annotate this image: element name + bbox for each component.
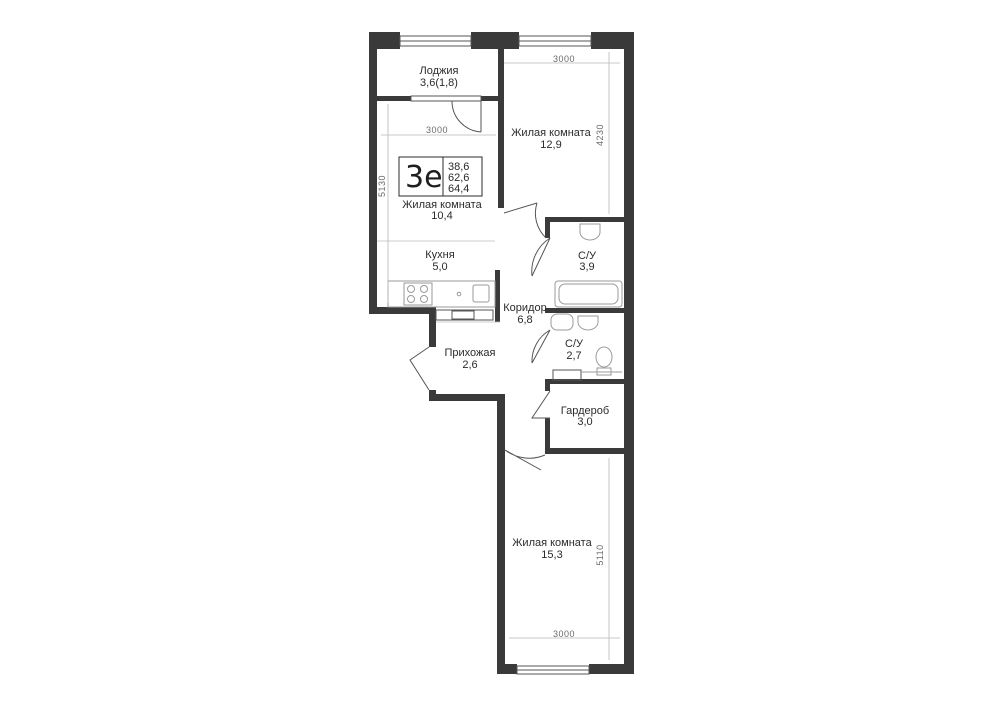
- area-total-with-loggia: 64,4: [448, 183, 469, 195]
- stove-icon: [403, 282, 433, 306]
- bath1-door-icon: [531, 237, 551, 277]
- bath2-door-icon: [531, 329, 551, 364]
- washbasin-icon: [579, 223, 601, 241]
- fixtures: [387, 223, 623, 381]
- room-area-bathroom-1: 3,9: [579, 261, 594, 273]
- walls: [369, 32, 634, 674]
- dim-left-width: 3000: [426, 125, 448, 135]
- room-name-bathroom-1: С/У: [578, 250, 597, 262]
- room-name-living-top: Жилая комната: [511, 127, 591, 139]
- room-area-living-top: 12,9: [540, 139, 561, 151]
- area-total: 62,6: [448, 172, 469, 184]
- room-name-living-bottom: Жилая комната: [512, 537, 592, 549]
- room-area-bathroom-2: 2,7: [566, 350, 581, 362]
- doors: [409, 100, 551, 471]
- apartment-type-code: 3е: [405, 160, 443, 195]
- room-name-wardrobe: Гардероб: [561, 405, 609, 417]
- dim-bottom-height: 5110: [595, 544, 605, 565]
- room-labels: Лоджия 3,6(1,8) Жилая комната 12,9 Жилая…: [402, 65, 609, 561]
- loggia-door-icon: [451, 100, 482, 133]
- bathtub-icon: [554, 280, 623, 308]
- toilet-icon: [595, 346, 613, 368]
- apartment-type-badge: 3е 38,6 62,6 64,4: [398, 156, 483, 197]
- room-area-living-bottom: 15,3: [541, 549, 562, 561]
- living-top-door-icon: [503, 202, 538, 214]
- room-area-corridor: 6,8: [517, 314, 532, 326]
- dim-top-right-height: 4230: [595, 124, 605, 146]
- room-area-wardrobe: 3,0: [577, 416, 592, 428]
- sink-icon: [472, 284, 490, 303]
- dimension-lines: [381, 52, 620, 660]
- washbasin-2-icon: [550, 313, 574, 331]
- room-area-kitchen: 5,0: [432, 261, 447, 273]
- room-name-corridor: Коридор: [503, 302, 546, 314]
- wardrobe-door-icon: [531, 390, 551, 419]
- room-name-bathroom-2: С/У: [565, 338, 584, 350]
- living-bottom-door-icon: [504, 449, 546, 471]
- dim-left-height: 5130: [377, 175, 387, 197]
- dim-top-right-width: 3000: [553, 54, 575, 64]
- area-living: 38,6: [448, 161, 469, 173]
- room-area-hallway: 2,6: [462, 359, 477, 371]
- dim-bottom-width: 3000: [553, 629, 575, 639]
- room-area-living-left: 10,4: [431, 210, 452, 222]
- room-name-living-left: Жилая комната: [402, 199, 482, 211]
- room-area-loggia: 3,6(1,8): [420, 77, 458, 89]
- room-name-loggia: Лоджия: [420, 65, 459, 77]
- room-name-kitchen: Кухня: [425, 249, 454, 261]
- room-name-hallway: Прихожая: [445, 347, 496, 359]
- windows: [399, 35, 592, 675]
- room-outlines: [377, 240, 500, 323]
- entrance-door-icon: [409, 346, 430, 391]
